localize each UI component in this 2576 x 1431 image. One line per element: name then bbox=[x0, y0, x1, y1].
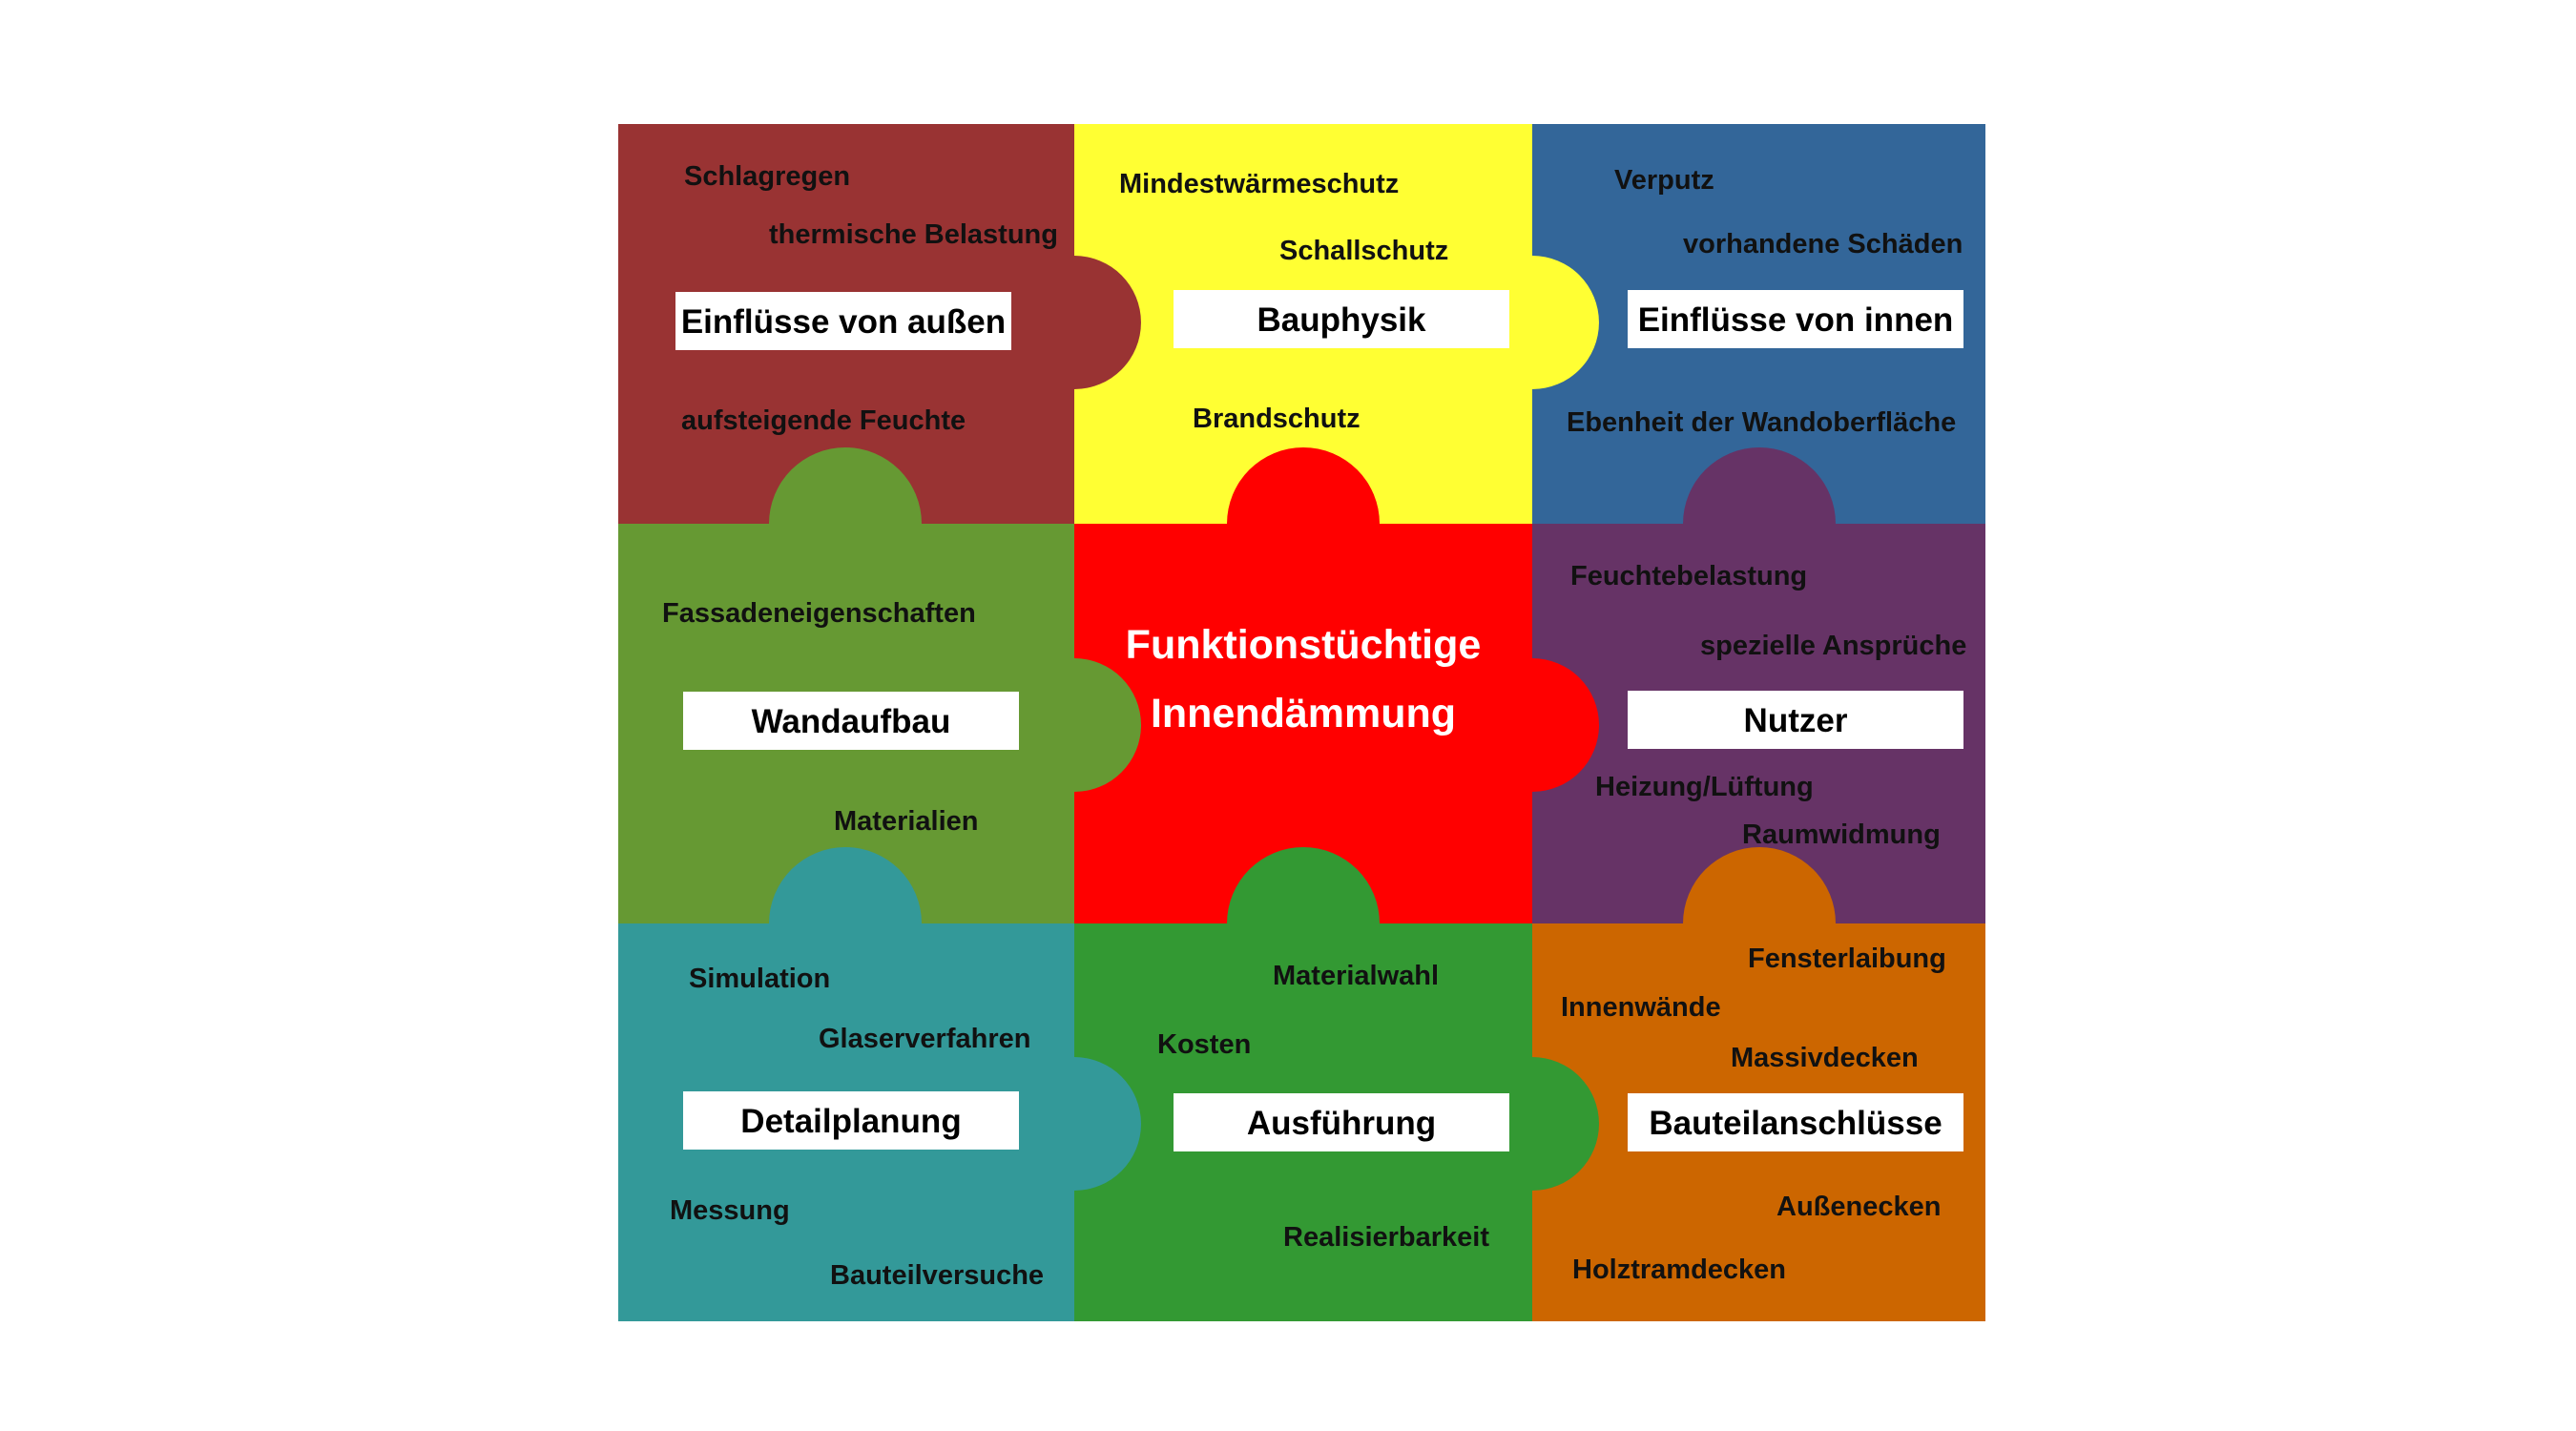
item-aussenecken: Außenecken bbox=[1776, 1192, 1941, 1222]
item-massivdecken: Massivdecken bbox=[1731, 1043, 1919, 1073]
item-simulation: Simulation bbox=[689, 964, 830, 994]
item-brandschutz: Brandschutz bbox=[1193, 404, 1361, 434]
knob-center-right bbox=[1532, 658, 1599, 792]
label-einfluesse-aussen: Einflüsse von außen bbox=[681, 303, 1006, 341]
knob-detailplanung-right bbox=[1074, 1057, 1141, 1191]
knob-bauteil-up bbox=[1683, 847, 1836, 923]
item-innenwaende: Innenwände bbox=[1561, 992, 1721, 1023]
item-holztramdecken: Holztramdecken bbox=[1572, 1255, 1786, 1285]
item-spezielle-ansprueche: spezielle Ansprüche bbox=[1700, 631, 1966, 661]
item-aufsteigende-feuchte: aufsteigende Feuchte bbox=[681, 405, 966, 436]
center-title-line-1: Funktionstüchtige bbox=[1126, 622, 1482, 668]
label-nutzer: Nutzer bbox=[1744, 702, 1848, 739]
item-raumwidmung: Raumwidmung bbox=[1742, 819, 1941, 850]
label-bauteilanschluesse: Bauteilanschlüsse bbox=[1649, 1105, 1942, 1142]
item-bauteilversuche: Bauteilversuche bbox=[830, 1260, 1044, 1291]
label-detailplanung: Detailplanung bbox=[740, 1103, 961, 1140]
label-box-einfluesse-innen bbox=[1628, 290, 1963, 348]
center-title-line-2: Innendämmung bbox=[1151, 691, 1456, 736]
label-box-detailplanung bbox=[683, 1091, 1019, 1150]
tile-items: Schlagregen thermische Belastung aufstei… bbox=[662, 161, 1966, 1291]
label-box-ausfuehrung bbox=[1174, 1093, 1509, 1151]
item-ebenheit-wandoberflaeche: Ebenheit der Wandoberfläche bbox=[1567, 407, 1956, 438]
label-box-bauteilanschluesse bbox=[1628, 1093, 1963, 1151]
knob-ausfuehrung-up bbox=[1227, 847, 1380, 923]
knob-center-up bbox=[1227, 447, 1380, 524]
label-ausfuehrung: Ausführung bbox=[1247, 1105, 1436, 1142]
tile-labels: Einflüsse von außen Bauphysik Einflüsse … bbox=[675, 290, 1963, 1151]
item-realisierbarkeit: Realisierbarkeit bbox=[1283, 1222, 1489, 1253]
item-mindestwaermeschutz: Mindestwärmeschutz bbox=[1119, 169, 1399, 199]
knob-nutzer-up bbox=[1683, 447, 1836, 524]
label-box-wandaufbau bbox=[683, 692, 1019, 750]
item-schallschutz: Schallschutz bbox=[1279, 236, 1448, 266]
label-box-einfluesse-aussen bbox=[675, 292, 1011, 350]
knob-wandaufbau-right bbox=[1074, 658, 1141, 792]
item-messung: Messung bbox=[670, 1195, 790, 1226]
label-box-bauphysik bbox=[1174, 290, 1509, 348]
item-fassadeneigenschaften: Fassadeneigenschaften bbox=[662, 598, 976, 629]
item-heizung-lueftung: Heizung/Lüftung bbox=[1595, 772, 1814, 802]
puzzle-knobs bbox=[769, 256, 1836, 1191]
item-fensterlaibung: Fensterlaibung bbox=[1748, 944, 1946, 974]
label-bauphysik: Bauphysik bbox=[1257, 301, 1427, 339]
label-einfluesse-innen: Einflüsse von innen bbox=[1638, 301, 1954, 339]
item-materialien: Materialien bbox=[834, 806, 979, 837]
knob-detailplanung-up bbox=[769, 847, 922, 923]
knob-aussen-right bbox=[1074, 256, 1141, 389]
item-materialwahl: Materialwahl bbox=[1273, 961, 1439, 991]
knob-ausfuehrung-right bbox=[1532, 1057, 1599, 1191]
label-box-nutzer bbox=[1628, 691, 1963, 749]
knob-wandaufbau-up bbox=[769, 447, 922, 524]
item-schlagregen: Schlagregen bbox=[684, 161, 850, 192]
label-wandaufbau: Wandaufbau bbox=[752, 703, 951, 740]
item-verputz: Verputz bbox=[1614, 165, 1714, 196]
item-vorhandene-schaeden: vorhandene Schäden bbox=[1683, 229, 1963, 259]
item-thermische-belastung: thermische Belastung bbox=[769, 219, 1058, 250]
item-glaserverfahren: Glaserverfahren bbox=[819, 1024, 1030, 1054]
knob-bauphysik-right bbox=[1532, 256, 1599, 389]
item-feuchtebelastung: Feuchtebelastung bbox=[1570, 561, 1807, 591]
center-title: Funktionstüchtige Innendämmung bbox=[1126, 622, 1482, 736]
item-kosten: Kosten bbox=[1157, 1029, 1251, 1060]
